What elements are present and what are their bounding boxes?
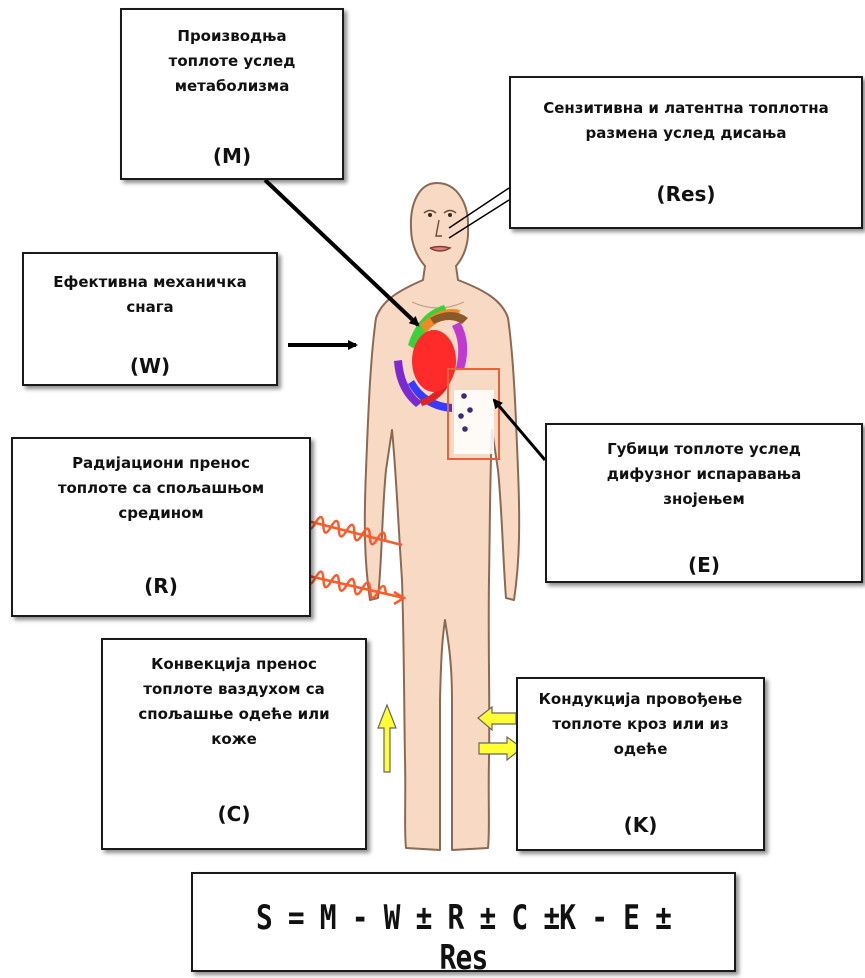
left-eye [428,213,432,217]
sweat-drop [467,407,473,413]
convection-line: Конвекција пренос [103,652,365,677]
radiation-symbol: (R) [13,574,309,598]
respiration-line: размена услед дисања [511,121,861,146]
respiration-description: Сензитивна и латентна топлотна размена у… [511,78,861,146]
right-eye [448,213,452,217]
convection-line: топлоте ваздухом са [103,677,365,702]
radiation-line: Радијациони пренос [13,451,309,476]
work-description: Ефективна механичка снага [24,254,276,320]
evaporation-box: Губици топлоте услед дифузног испаравања… [545,423,863,583]
respiration-symbol: (Res) [511,182,861,206]
respiration-line: Сензитивна и латентна топлотна [511,96,861,121]
conduction-line: Кондукција провођење [518,687,763,712]
metabolism-line: метаболизма [122,74,342,99]
convection-box: Конвекција пренос топлоте ваздухом са сп… [101,638,367,850]
evaporation-line: дифузног испаравања [547,462,861,487]
conduction-description: Кондукција провођење топлоте кроз или из… [518,679,763,762]
convection-line: коже [103,727,365,752]
radiation-line: средином [13,501,309,526]
sweat-drop [458,413,464,419]
metabolism-box: Производња топлоте услед метаболизма (M) [120,8,344,180]
work-symbol: (W) [24,354,276,378]
conduction-line: топлоте кроз или из [518,712,763,737]
metabolism-symbol: (M) [122,144,342,168]
conduction-line: одеће [518,737,763,762]
radiation-description: Радијациони пренос топлоте са спољашњом … [13,439,309,526]
metabolism-description: Производња топлоте услед метаболизма [122,10,342,99]
heart-core [412,330,456,392]
evaporation-line: знојењем [547,487,861,512]
convection-line: спољашње одеће или [103,702,365,727]
sweat-patch [454,390,494,454]
evaporation-description: Губици топлоте услед дифузног испаравања… [547,425,861,512]
conduction-symbol: (K) [518,813,763,837]
heat-balance-formula-box: S = M - W ± R ± C ±K - E ± Res [191,872,736,972]
convection-arrow [378,705,396,772]
sweat-drop [462,426,468,432]
evaporation-symbol: (E) [547,553,861,577]
evaporation-line: Губици топлоте услед [547,437,861,462]
work-line: снага [24,295,276,320]
work-line: Ефективна механичка [24,270,276,295]
work-box: Ефективна механичка снага (W) [22,252,278,386]
metabolism-line: топлоте услед [122,49,342,74]
metabolism-arrow [265,180,418,325]
respiration-box: Сензитивна и латентна топлотна размена у… [509,76,863,229]
radiation-arrow-lower-line [296,573,404,598]
metabolism-line: Производња [122,24,342,49]
radiation-box: Радијациони пренос топлоте са спољашњом … [11,437,311,617]
radiation-line: топлоте са спољашњом [13,476,309,501]
face-mouth [430,247,450,252]
conduction-box: Кондукција провођење топлоте кроз или из… [516,677,765,851]
radiation-arrows [296,512,404,604]
convection-description: Конвекција пренос топлоте ваздухом са сп… [103,640,365,752]
sweat-drop [461,393,467,399]
radiation-arrow-upper-line [296,518,402,545]
heat-balance-formula: S = M - W ± R ± C ±K - E ± Res [242,898,686,978]
convection-symbol: (C) [103,802,365,826]
